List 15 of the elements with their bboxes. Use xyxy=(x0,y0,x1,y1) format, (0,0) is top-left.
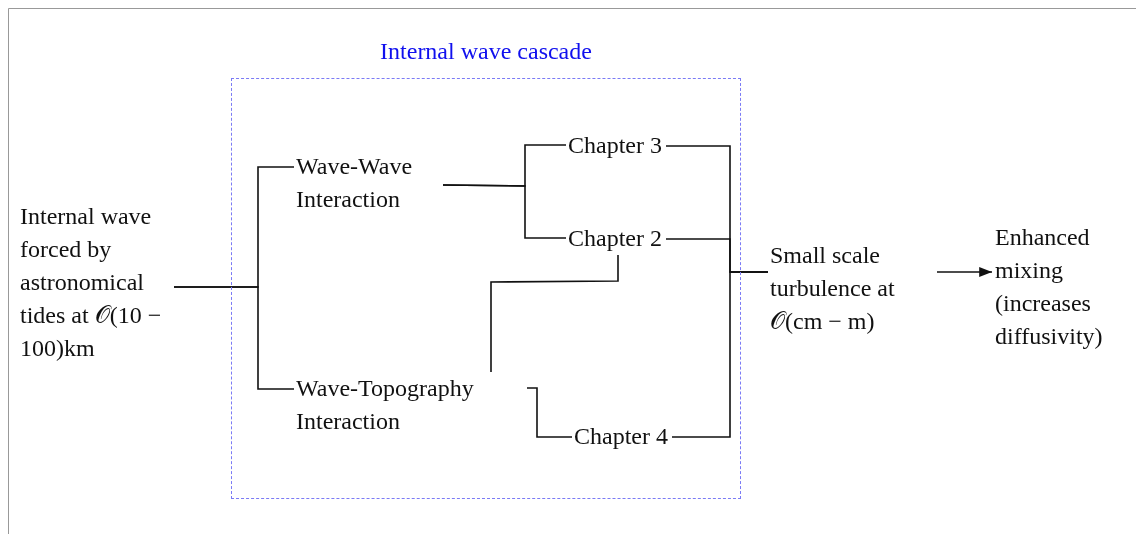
connector-line xyxy=(490,254,619,373)
node-label: Chapter 2 xyxy=(568,222,662,255)
node-label: Small scale turbulence at 𝒪(cm − m) xyxy=(770,239,935,338)
node-label: Enhanced mixing (increases diffusivity) xyxy=(995,221,1125,353)
connector-line xyxy=(526,387,573,438)
node-label: Chapter 3 xyxy=(568,129,662,162)
group-heading: Internal wave cascade xyxy=(379,37,593,66)
node-label: Internal wave forced by astronomical tides at 𝒪(10 − 100)km xyxy=(20,200,170,365)
arrow xyxy=(936,266,993,278)
connector-line xyxy=(671,271,769,438)
connector-line xyxy=(173,286,295,390)
node-label: Wave-Wave Interaction xyxy=(296,150,443,216)
node-label: Chapter 4 xyxy=(574,420,668,453)
connector-line xyxy=(442,184,567,239)
node-label: Wave-Topography Interaction xyxy=(296,372,525,438)
